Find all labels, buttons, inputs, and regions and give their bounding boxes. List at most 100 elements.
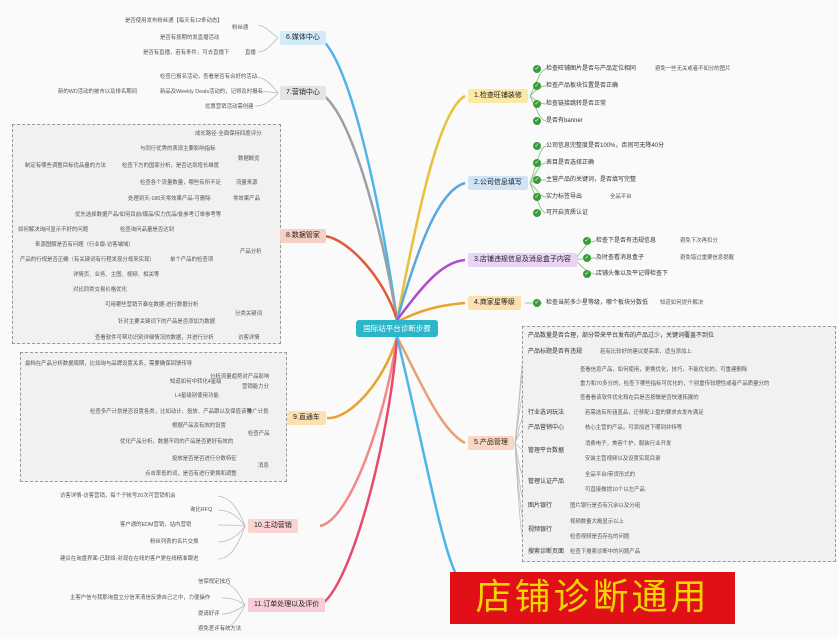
leaf-node: 成长路径-全面保持四度评分 xyxy=(195,131,262,137)
leaf-node: 公司信息完整度是否100%，否则可无降40分 xyxy=(546,143,665,149)
leaf-node: 检查视频是否存在的问题 xyxy=(570,534,630,540)
leaf-node: 核心主营的产品，可添加进下哪到并特等 xyxy=(585,425,683,431)
leaf-node: 检查当前多少星等级，哪个板块分数低 xyxy=(546,300,649,306)
leaf-node: 检查各个流量数量，哪些有所不足 xyxy=(140,180,221,186)
leaf-node: 行业选词玩法 xyxy=(528,410,565,416)
leaf-node: 检查旺铺图片是否与产品定位相同 xyxy=(546,66,637,72)
leaf-node: 避免下次再扣分 xyxy=(680,238,718,244)
leaf-node: 店铺头像以及平记得检查下 xyxy=(596,271,669,277)
leaf-node: 检查已报名活动，查看是否有合好的活动 xyxy=(160,74,258,80)
leaf-node: 营销能力分 xyxy=(242,384,269,390)
branch-violation-messages[interactable]: 3.店铺违规信息及消息盒子内容 xyxy=(468,253,577,267)
leaf-node: 避免差评有效方法 xyxy=(198,626,242,632)
leaf-node: 投放是否是否进行分数特征 xyxy=(172,456,237,462)
leaf-node: 表目是否选择正确 xyxy=(546,160,595,166)
leaf-node: 管理认证产品 xyxy=(528,479,565,485)
leaf-node: 知道如何提升解决 xyxy=(660,300,704,306)
leaf-node: 详情页、业务、主图、视频、相关等 xyxy=(73,272,160,278)
leaf-node: 查看看该软件优化和在后是否按做是否快速拓展的 xyxy=(580,395,699,401)
leaf-node: 全品平台/带货形式的 xyxy=(585,472,636,478)
leaf-node: 建议在询盘界面-已联络-对现在在线的客户更在线精准跟进 xyxy=(60,556,199,562)
leaf-node: 若有比较好的建议提高率，适当添加上 xyxy=(600,349,692,355)
leaf-node: 检查询问品量是否达到 xyxy=(120,227,174,233)
check-icon: ✓ xyxy=(533,176,541,184)
check-icon: ✓ xyxy=(533,65,541,73)
leaf-node: 直播 xyxy=(245,50,256,56)
leaf-node: 图片银行 xyxy=(528,503,553,509)
leaf-node: 安装主营视频以及设置实现目录 xyxy=(585,456,661,462)
leaf-node: 检查产品板块位置是否正确 xyxy=(546,83,619,89)
leaf-node: 及时查看消息盒子 xyxy=(596,255,645,261)
leaf-node: 新品及Weekly Deals活动的，记得及时报名 xyxy=(160,89,263,95)
leaf-node: 数据概览 xyxy=(238,156,260,162)
branch-active-marketing[interactable]: 10.主动营销 xyxy=(248,519,298,533)
leaf-node: 产品标题是否有违规 xyxy=(528,349,583,355)
leaf-node: 可直接做提10个以左产品 xyxy=(585,487,645,493)
check-icon: ✓ xyxy=(533,82,541,90)
branch-marketing-center[interactable]: 7.营销中心 xyxy=(280,86,326,100)
leaf-node: 推广计划 xyxy=(247,409,269,415)
leaf-node: 是否使用发布粉丝通【每天有12条动态】 xyxy=(125,18,223,24)
leaf-node: 避免错过重要信息提醒 xyxy=(680,255,734,261)
branch-through-train[interactable]: 9.直通车 xyxy=(287,411,326,425)
leaf-node: 知道如何中转化4星级 xyxy=(170,379,222,385)
branch-data-manager[interactable]: 8.数据管家 xyxy=(280,229,326,243)
leaf-node: 与同行优秀的表现主要影响指标 xyxy=(140,146,216,152)
check-icon: ✓ xyxy=(583,237,591,245)
leaf-node: 分类关键词 xyxy=(235,311,262,317)
leaf-node: 零效果产品 xyxy=(233,196,260,202)
leaf-node: 优惠营销活动需创建 xyxy=(205,104,254,110)
leaf-node: 检查产品 xyxy=(248,431,270,437)
leaf-node: 询比RFQ xyxy=(190,507,213,513)
check-icon: ✓ xyxy=(583,254,591,262)
leaf-node: 查看软件可帮功识别详细情况的数据，并进行分析 xyxy=(95,335,214,341)
leaf-node: 检查链接跳转是否正常 xyxy=(546,101,607,107)
leaf-node: 优化产品分析，数据不同的产品是否更好有效的 xyxy=(120,439,234,445)
check-icon: ✓ xyxy=(533,100,541,108)
leaf-node: 信保规定技巧 xyxy=(198,579,231,585)
leaf-node: 检查下方的国家分析，是否达到增长维度 xyxy=(122,163,220,169)
check-icon: ✓ xyxy=(533,193,541,201)
leaf-node: 粉丝列表的名片交换 xyxy=(150,539,199,545)
leaf-node: 消息 xyxy=(258,463,269,469)
leaf-node: 分析流量趋势对产品影响 xyxy=(210,374,270,380)
leaf-node: 消费电子，美容个护，服装行业开发 xyxy=(585,441,672,447)
branch-order-reviews[interactable]: 11.订单处理以及评价 xyxy=(248,598,326,612)
data-manager-group-box xyxy=(12,124,281,344)
leaf-node: 查看信息产品，如何使用，更换优化，技巧，不能优化的，可重建删除 xyxy=(580,367,748,373)
mind-map-root[interactable]: 国际站平台诊断步骤 xyxy=(356,320,438,337)
leaf-node: 检查下是否有违规信息 xyxy=(596,238,657,244)
leaf-node: 重力和70多分的，检查下哪些指标可优化的，个别重传较理性或者产品质量分的 xyxy=(580,381,770,387)
leaf-node: 检查下搜索诊断中的问题产品 xyxy=(570,549,641,555)
leaf-node: 管理平台数据 xyxy=(528,448,565,454)
leaf-node: 制定有哪些调整目标优品量的方法 xyxy=(25,163,106,169)
leaf-node: 全品平台 xyxy=(610,194,632,200)
branch-storefront-decoration[interactable]: 1.检查旺铺装修 xyxy=(468,89,528,103)
leaf-node: 主营产品的关键词，是否填写完整 xyxy=(546,177,637,183)
leaf-node: 产品数量是否合理，部分带来平台发布的产品过少，关键词覆盖不到位 xyxy=(528,333,715,339)
branch-media-center[interactable]: 6.媒体中心 xyxy=(280,31,326,45)
branch-company-info[interactable]: 2.公司信息填写 xyxy=(468,176,528,190)
check-icon: ✓ xyxy=(533,117,541,125)
leaf-node: 处理到天-180天零效果产品-可删除 xyxy=(128,196,211,202)
branch-merchant-star-level[interactable]: 4.商家星等级 xyxy=(468,296,521,310)
check-icon: ✓ xyxy=(533,142,541,150)
leaf-node: 检查多产计划是否设置各类，比如动计、投放、产品跟以及保值该等 xyxy=(90,409,252,415)
check-icon: ✓ xyxy=(533,209,541,217)
leaf-node: 是否有按期的发直播活动 xyxy=(160,35,220,41)
leaf-node: 避免一些无关或者不如分的图片 xyxy=(655,66,731,72)
leaf-node: 根据产品及有效的设置 xyxy=(172,423,226,429)
leaf-node: 点击率低的词，是否有进行更换和调整 xyxy=(145,471,237,477)
leaf-node: 是否有直播，若有条件，可去直播下 xyxy=(143,50,230,56)
leaf-node: 实力标签导出 xyxy=(546,194,583,200)
leaf-node: 单个产品的检查项 xyxy=(170,257,214,263)
leaf-node: 对比同类交易价格优化 xyxy=(73,287,127,293)
leaf-node: 访客详情 xyxy=(238,335,260,341)
leaf-node: 若需选有所涵盖品，迁移配上盘的要求去发布满足 xyxy=(585,410,704,416)
branch-product-management[interactable]: 5.产品管理 xyxy=(468,436,514,450)
leaf-node: 视频银行 xyxy=(528,527,553,533)
leaf-node: 优先选择数据产品/如何目前/爆品/实力优品/批参考订单参考等 xyxy=(75,212,222,218)
leaf-node: 可用哪些营销节奏在数据-进行数据分析 xyxy=(105,302,199,308)
leaf-node: 视频数量大概显示以上 xyxy=(570,519,624,525)
